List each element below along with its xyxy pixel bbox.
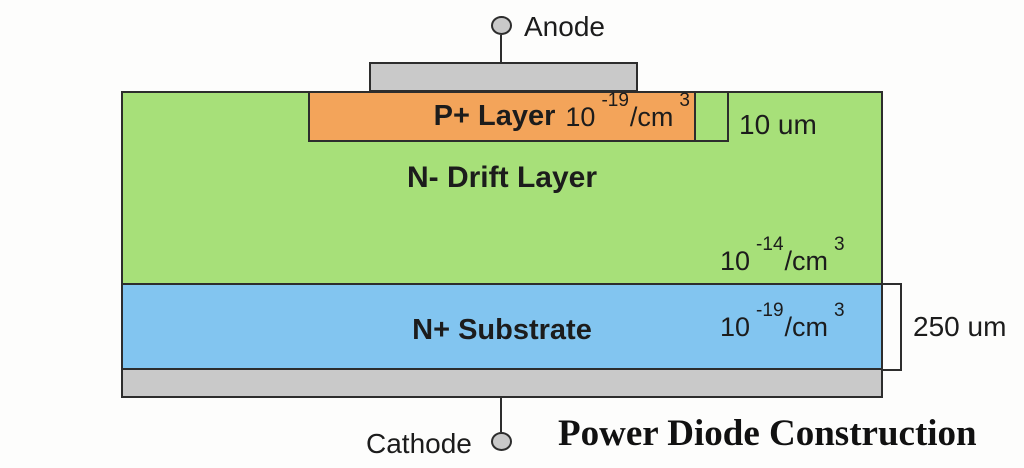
n-substrate-doping-label: 10-19/cm3	[720, 300, 845, 342]
diagram-title: Power Diode Construction	[558, 413, 977, 454]
substrate-thickness-bracket	[881, 283, 902, 371]
anode-label: Anode	[524, 11, 605, 42]
p-layer-thickness-label: 10 um	[739, 109, 817, 140]
anode-lead-line	[500, 35, 502, 63]
anode-terminal-icon	[491, 16, 512, 35]
p-plus-layer-caption: P+ Layer 10-19/cm3	[308, 91, 696, 142]
cathode-terminal-icon	[491, 432, 512, 451]
p-plus-layer-name: P+ Layer	[433, 100, 556, 132]
n-drift-layer-name: N- Drift Layer	[406, 161, 598, 194]
anode-metal-contact	[369, 62, 638, 92]
cathode-lead-line	[500, 396, 502, 432]
n-drift-doping-label: 10-14/cm3	[720, 234, 845, 276]
cathode-label: Cathode	[366, 428, 472, 459]
n-substrate-name: N+ Substrate	[412, 314, 592, 346]
substrate-thickness-label: 250 um	[913, 311, 1007, 342]
p-plus-layer-region	[308, 91, 696, 142]
p-layer-thickness-bracket	[694, 91, 729, 142]
p-plus-doping-label: 10-19/cm3	[565, 89, 690, 132]
cathode-metal-contact	[121, 368, 883, 398]
